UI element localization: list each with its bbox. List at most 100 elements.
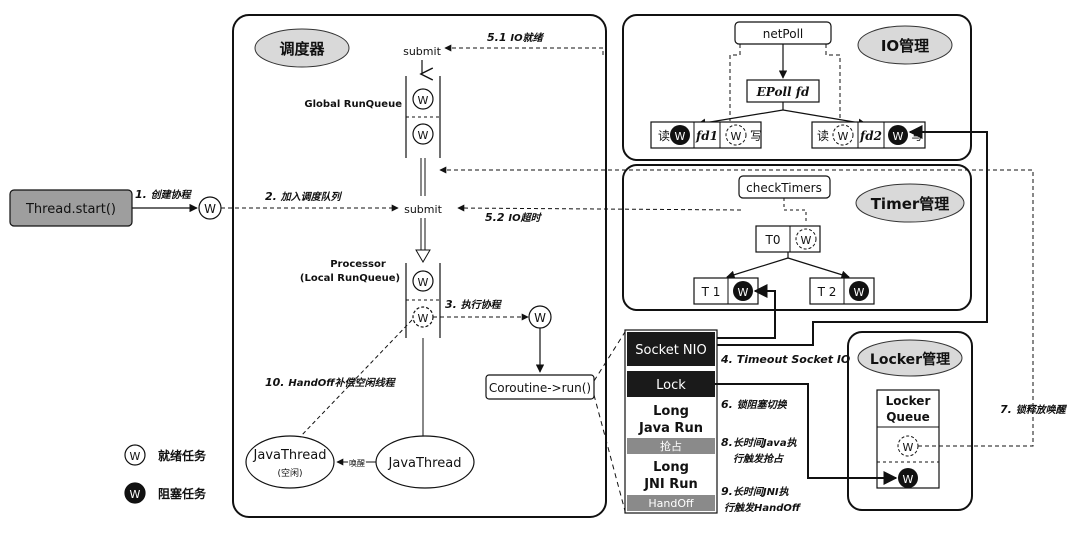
svg-text:W: W bbox=[893, 130, 904, 143]
check-timers-dashed bbox=[783, 198, 807, 222]
legend-blocked-icon bbox=[124, 482, 146, 504]
handoff-block bbox=[627, 495, 715, 511]
java-thread-idle-label: JavaThread bbox=[253, 448, 327, 463]
timer-t2: T 2 W bbox=[809, 277, 875, 305]
locker-manager-title-text: Locker管理 bbox=[870, 351, 950, 368]
svg-text:W: W bbox=[675, 130, 686, 143]
step-4-label: 4. Timeout Socket IO bbox=[720, 353, 850, 366]
socket-nio-label: Socket NIO bbox=[635, 343, 706, 358]
processor-runqueue: W W bbox=[405, 263, 441, 338]
executing-task-circle: W bbox=[528, 305, 552, 329]
svg-text:W: W bbox=[731, 130, 742, 143]
ready-task-circle: W bbox=[198, 196, 222, 220]
timer-t0: T0 W bbox=[755, 225, 821, 253]
fd1-row: 读 W fd1 W 写 bbox=[650, 121, 762, 149]
svg-text:Locker: Locker bbox=[886, 394, 931, 408]
step-9-label-line1: 9.长时间JNI执 bbox=[721, 485, 790, 498]
java-thread-idle-ellipse bbox=[245, 435, 335, 489]
arrow-lock-release-wake bbox=[439, 166, 1034, 447]
svg-text:W: W bbox=[418, 94, 429, 107]
svg-text:Queue: Queue bbox=[886, 410, 930, 424]
step-10-label: 10. HandOff补偿空闲线程 bbox=[265, 376, 397, 389]
svg-text:W: W bbox=[838, 130, 849, 143]
coroutine-run-label: Coroutine->run() bbox=[489, 381, 591, 395]
svg-text:fd2: fd2 bbox=[859, 129, 882, 143]
netpoll-dashed-left bbox=[729, 44, 741, 121]
long-java-line2: Java Run bbox=[638, 421, 703, 436]
fd2-row: 读 W fd2 W 写 bbox=[811, 121, 926, 149]
svg-text:W: W bbox=[854, 286, 865, 299]
t0-to-t2-arrow bbox=[787, 257, 850, 279]
step-7-label: 7. 锁释放唤醒 bbox=[1000, 403, 1068, 416]
timer-t1: T 1 W bbox=[693, 277, 759, 305]
legend-ready-label: 就绪任务 bbox=[158, 448, 207, 463]
zoom-line-bottom bbox=[593, 394, 626, 512]
svg-text:读: 读 bbox=[817, 129, 829, 143]
svg-text:T 2: T 2 bbox=[817, 285, 837, 299]
step-2-label: 2. 加入调度队列 bbox=[265, 190, 343, 203]
legend-ready-icon bbox=[124, 444, 146, 466]
io-manager-title-text: IO管理 bbox=[881, 37, 929, 55]
svg-text:T0: T0 bbox=[765, 233, 781, 247]
arrow-io-ready bbox=[444, 44, 604, 55]
step-8-label-line1: 8.长时间Java执 bbox=[721, 436, 798, 449]
arrow-io-timeout bbox=[457, 204, 742, 212]
svg-text:W: W bbox=[130, 488, 141, 501]
legend-blocked: W 阻塞任务 bbox=[124, 482, 207, 504]
long-jni-line2: JNI Run bbox=[643, 477, 698, 492]
svg-text:W: W bbox=[204, 202, 216, 216]
step-3-label: 3. 执行协程 bbox=[445, 298, 503, 311]
java-thread-label: JavaThread bbox=[388, 456, 462, 471]
legend-blocked-label: 阻塞任务 bbox=[158, 486, 207, 501]
scheduler-title-text: 调度器 bbox=[279, 40, 325, 58]
execution-stack: Socket NIO Lock Long Java Run 抢占 Long JN… bbox=[624, 329, 718, 514]
zoom-line-top bbox=[593, 331, 626, 382]
timer-manager-title-text: Timer管理 bbox=[871, 195, 950, 213]
svg-text:W: W bbox=[903, 473, 914, 486]
svg-text:T 1: T 1 bbox=[701, 285, 721, 299]
timer-manager-title: Timer管理 bbox=[855, 183, 965, 223]
handoff-label: HandOff bbox=[648, 497, 694, 510]
svg-text:读: 读 bbox=[658, 129, 670, 143]
submit-top-label: submit bbox=[403, 45, 441, 58]
lock-label: Lock bbox=[656, 378, 686, 393]
svg-text:W: W bbox=[418, 129, 429, 142]
locker-manager-title: Locker管理 bbox=[857, 339, 963, 377]
svg-text:写: 写 bbox=[750, 129, 762, 143]
arrow-lock-to-queue bbox=[715, 383, 898, 485]
svg-text:W: W bbox=[738, 286, 749, 299]
io-manager-title: IO管理 bbox=[857, 25, 953, 65]
step-5-2-label: 5.2 IO超时 bbox=[485, 211, 543, 224]
arrow-socket-to-fd2 bbox=[717, 125, 988, 346]
scheduler-title: 调度器 bbox=[254, 28, 350, 68]
svg-text:W: W bbox=[801, 234, 812, 247]
svg-text:W: W bbox=[130, 450, 141, 463]
coroutine-run-box bbox=[485, 374, 595, 400]
thread-start-label: Thread.start() bbox=[25, 202, 116, 217]
netpoll-dashed-right bbox=[825, 44, 841, 121]
wake-label: 唤醒 bbox=[349, 458, 365, 468]
java-thread-idle-sub: (空闲) bbox=[277, 467, 302, 479]
legend-ready: W 就绪任务 bbox=[124, 444, 207, 466]
processor-label-line2: (Local RunQueue) bbox=[300, 273, 400, 284]
check-timers-label: checkTimers bbox=[746, 181, 822, 195]
global-runqueue-label: Global RunQueue bbox=[304, 99, 402, 110]
svg-text:W: W bbox=[534, 311, 546, 325]
step-5-1-label: 5.1 IO就绪 bbox=[487, 31, 545, 44]
svg-text:W: W bbox=[418, 276, 429, 289]
lock-block bbox=[627, 371, 715, 397]
locker-queue: Locker Queue W W bbox=[876, 389, 940, 489]
epoll-label: EPoll fd bbox=[756, 85, 810, 99]
netpoll-label: netPoll bbox=[763, 27, 804, 41]
step-8-label-line2: 行触发抢占 bbox=[733, 453, 785, 465]
socket-nio-block bbox=[627, 332, 715, 366]
step-6-label: 6. 锁阻塞切换 bbox=[721, 398, 788, 411]
svg-text:W: W bbox=[903, 441, 914, 454]
long-jni-line1: Long bbox=[653, 460, 689, 475]
long-java-line1: Long bbox=[653, 404, 689, 419]
svg-text:W: W bbox=[418, 312, 429, 325]
preempt-block bbox=[627, 438, 715, 454]
step-1-label: 1. 创建协程 bbox=[135, 188, 193, 201]
step-9-label-line2: 行触发HandOff bbox=[724, 502, 802, 514]
